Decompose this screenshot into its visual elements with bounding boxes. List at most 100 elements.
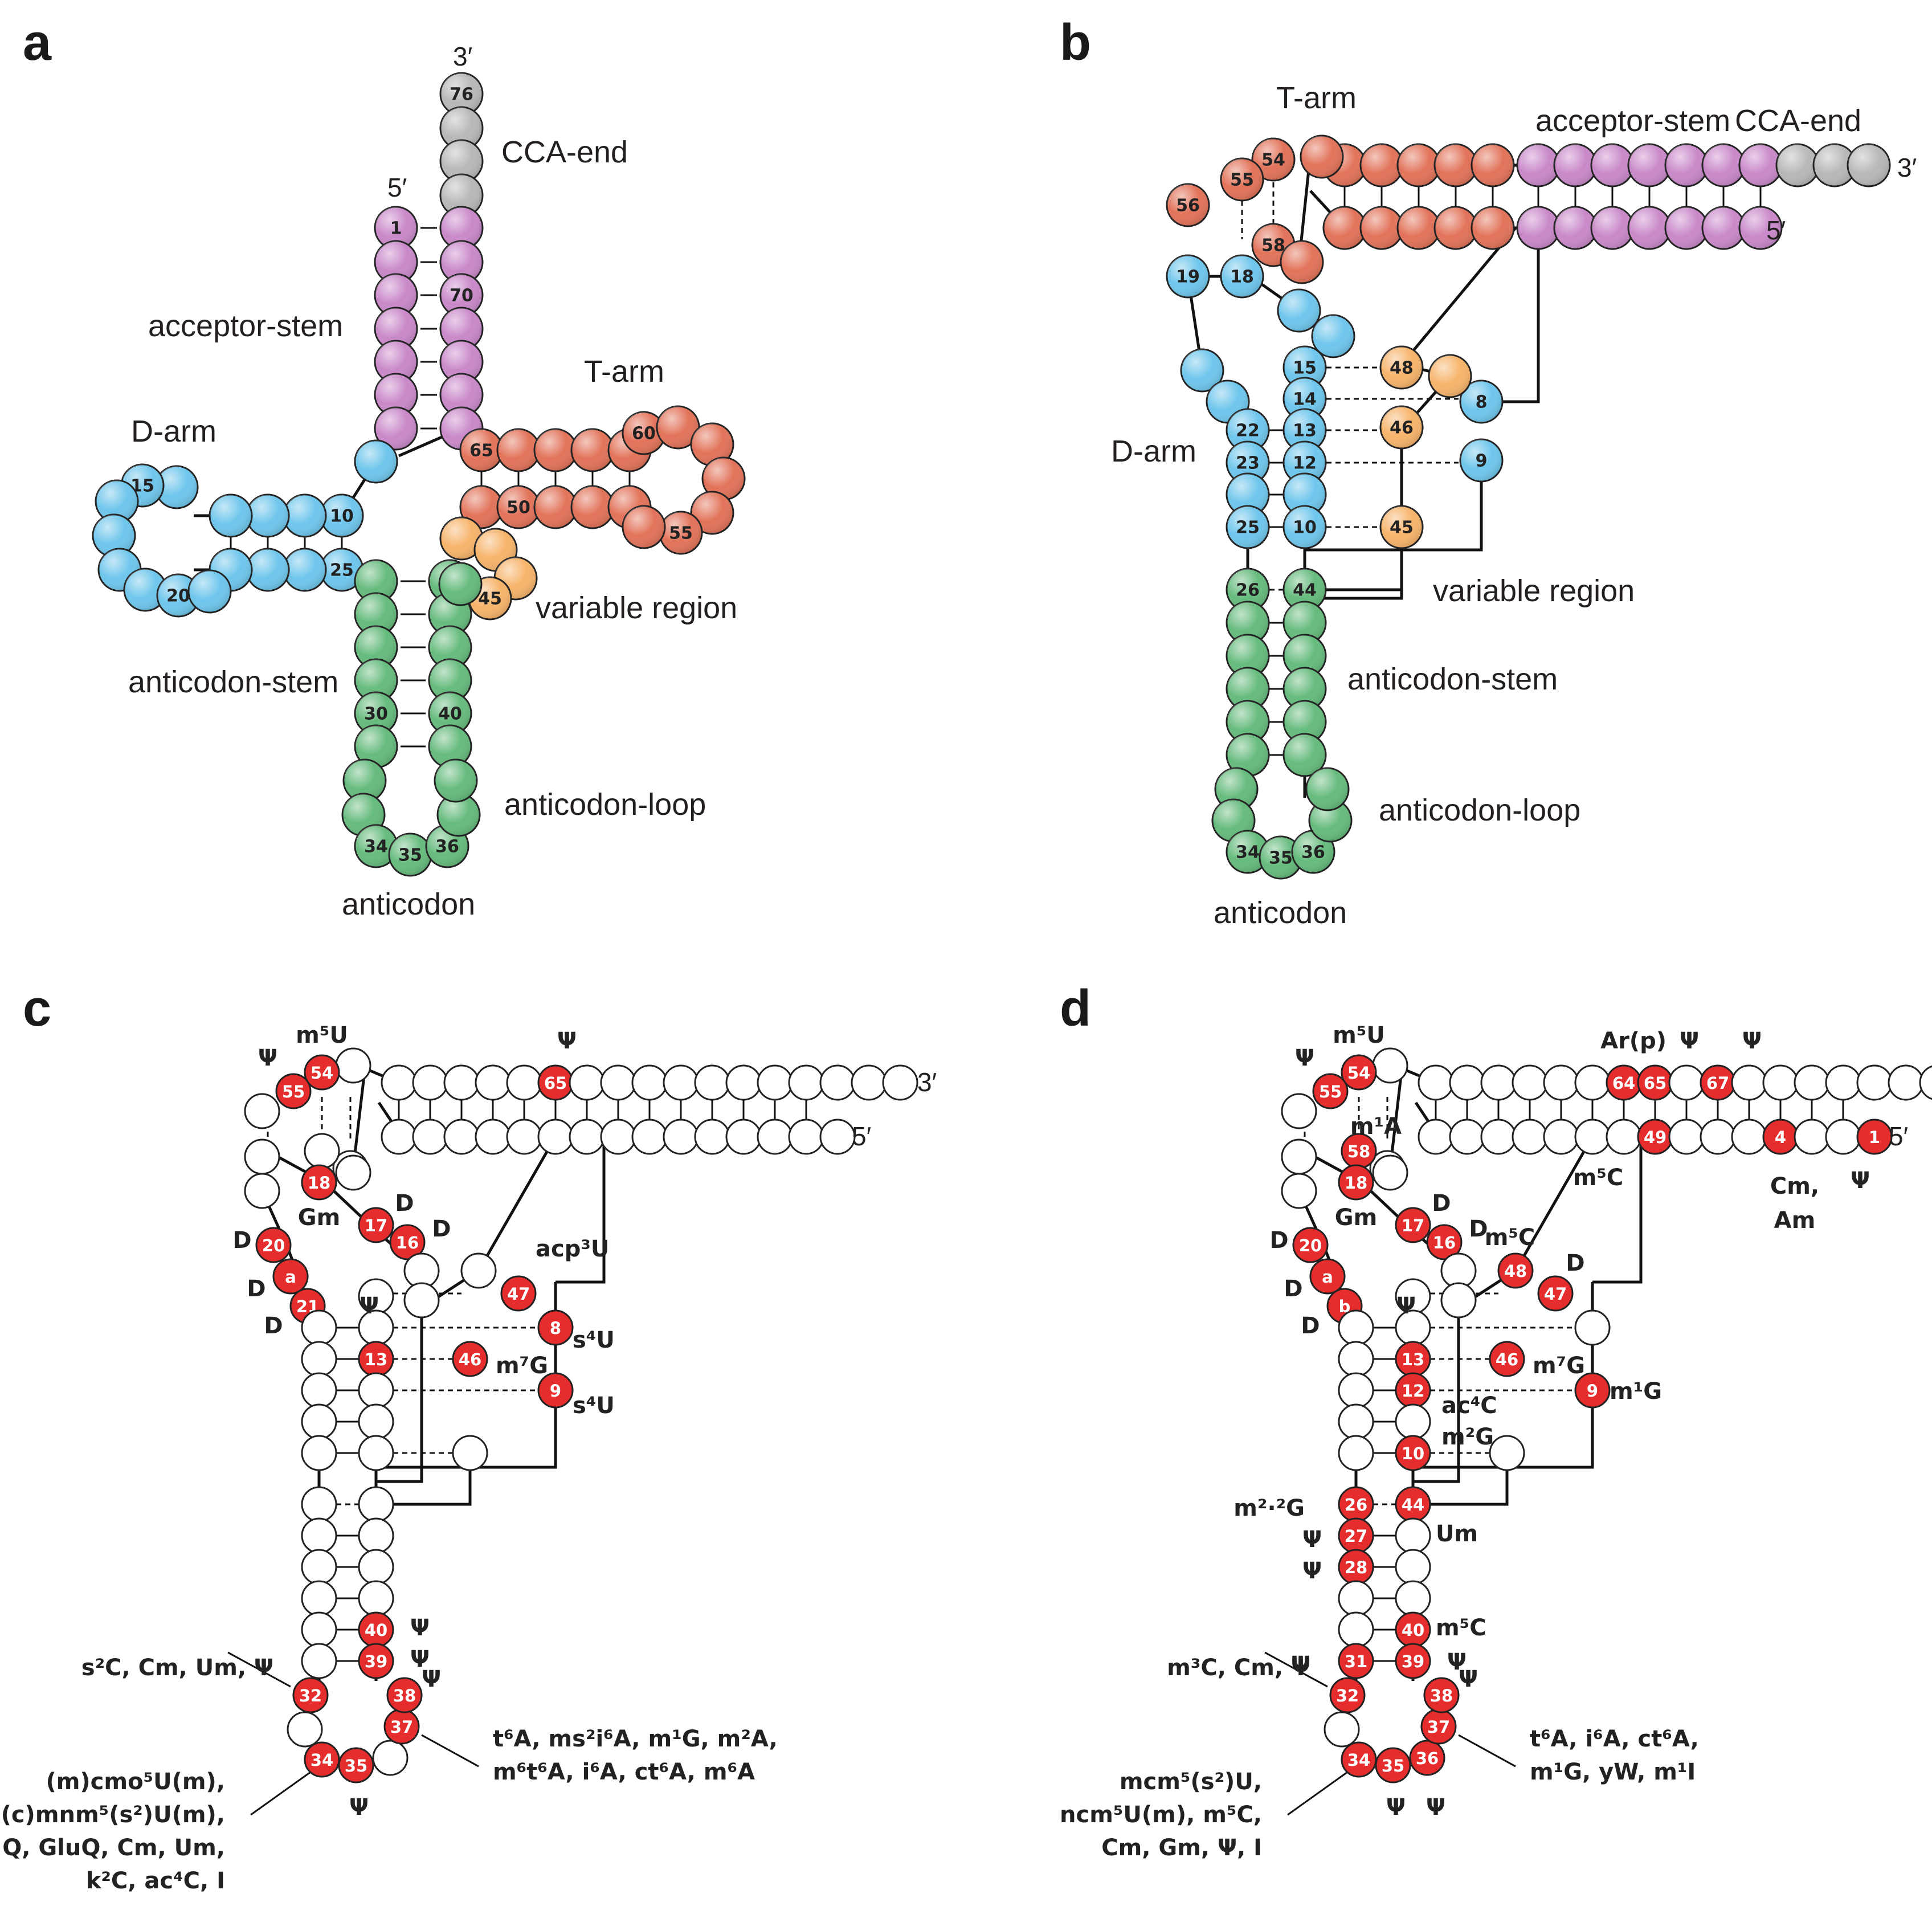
nucleotide: 35 [388, 832, 432, 877]
nucleotide [1395, 1517, 1431, 1554]
nucleotide [358, 1435, 394, 1471]
nucleotide [631, 1119, 668, 1155]
nucleotide [1516, 206, 1561, 250]
d-arm-label: D-arm [1111, 434, 1196, 468]
nucleotide-number: 17 [1402, 1216, 1424, 1235]
nucleotide [412, 1064, 448, 1101]
modification-label: m⁵C [1436, 1615, 1486, 1641]
nucleotide: 13 [1395, 1341, 1431, 1377]
nucleotide-number: 25 [1236, 518, 1260, 538]
nucleotide [95, 479, 139, 524]
nucleotide [301, 1580, 337, 1617]
nucleotide: 35 [1375, 1747, 1411, 1783]
cca-end-label: CCA-end [1735, 104, 1861, 138]
base-pair-line [1287, 1771, 1348, 1816]
circle-icon [301, 1549, 337, 1585]
nucleotide: 55 [1312, 1073, 1349, 1109]
nucleotide [622, 505, 666, 549]
nucleotide [1512, 1064, 1548, 1101]
nucleotide [570, 428, 615, 472]
nucleotide [358, 1403, 394, 1440]
nucleotide [1888, 1064, 1924, 1101]
nucleotide: 27 [1338, 1517, 1374, 1554]
circle-icon [851, 1064, 887, 1101]
nucleotide [1282, 634, 1327, 678]
nucleotide-number: 36 [1301, 843, 1325, 863]
nucleotide: 18 [1220, 254, 1264, 299]
anticodon-label: anticodon [1214, 896, 1347, 930]
nucleotide: 10 [320, 493, 364, 538]
base-pair-line [421, 1734, 479, 1768]
nucleotide-number: 48 [1504, 1262, 1527, 1281]
circle-icon [1574, 1119, 1611, 1155]
modification-label: Ψ [258, 1045, 277, 1071]
variable-region-label: variable region [536, 591, 737, 625]
circle-icon [819, 1119, 856, 1155]
modification-label: Cm, Gm, Ψ, I [1101, 1835, 1262, 1861]
nucleotide: 18 [301, 1164, 337, 1201]
nucleotide [1574, 1119, 1611, 1155]
nucleotide-number: 37 [390, 1717, 413, 1737]
circle-icon [569, 1119, 605, 1155]
backbone-line [376, 1136, 557, 1483]
circle-icon [1440, 1282, 1477, 1319]
nucleotide [304, 1133, 340, 1169]
circle-icon [1309, 1258, 1346, 1295]
nucleotide [694, 1064, 730, 1101]
nucleotide [1590, 206, 1635, 250]
nucleotide-number: 34 [1236, 843, 1260, 863]
panel-letter-c: c [23, 980, 51, 1037]
nucleotide [694, 1119, 730, 1155]
circle-icon [452, 1435, 488, 1471]
modification-label: m²G [1441, 1424, 1494, 1450]
nucleotide [1794, 1064, 1830, 1101]
nucleotide-number: 9 [550, 1381, 561, 1401]
circle-icon [244, 1093, 280, 1129]
circle-icon [443, 1064, 480, 1101]
nucleotide-number: 8 [1476, 393, 1488, 413]
circle-icon [301, 1643, 337, 1679]
nucleotide [1606, 1119, 1642, 1155]
nucleotide [1214, 767, 1259, 811]
nucleotide [358, 1580, 394, 1617]
nucleotide [819, 1064, 856, 1101]
nucleotide [436, 793, 481, 837]
modification-label: ncm⁵U(m), m⁵C, [1060, 1802, 1262, 1828]
nucleotide-number: 58 [1261, 236, 1285, 256]
nucleotide [335, 1047, 371, 1084]
nucleotide: 13 [1282, 408, 1327, 452]
circle-icon [1543, 1119, 1579, 1155]
circle-icon [287, 1711, 323, 1748]
nucleotide [1701, 143, 1746, 187]
circle-icon [335, 1154, 371, 1191]
nucleotide [154, 465, 199, 509]
modification-label: m⁶t⁶A, i⁶A, ct⁶A, m⁶A [493, 1759, 755, 1785]
circle-icon [1731, 1119, 1767, 1155]
nucleotide: 48 [1497, 1252, 1534, 1289]
nucleotide: 38 [1423, 1677, 1460, 1713]
modification-label: D [232, 1227, 251, 1254]
nucleotide-number: 16 [1433, 1233, 1456, 1252]
nucleotide-number: 34 [1347, 1750, 1370, 1770]
modification-label: Gm [1335, 1205, 1378, 1231]
nucleotide [92, 513, 136, 558]
nucleotide-number: 13 [365, 1350, 387, 1369]
modification-label: mcm⁵(s²)U, [1120, 1769, 1262, 1795]
nucleotide-number: 14 [1293, 390, 1317, 410]
modification-label: m¹G [1610, 1378, 1662, 1405]
nucleotide-number: 55 [282, 1082, 305, 1101]
modification-label: m⁵C [1485, 1225, 1535, 1251]
circle-icon [506, 1064, 542, 1101]
backbone-line [1400, 227, 1517, 366]
circle-icon [1338, 1643, 1374, 1679]
circle-icon [338, 1747, 374, 1783]
circle-icon [460, 1252, 497, 1289]
backbone-line [1305, 462, 1483, 552]
base-pair-line [227, 1651, 291, 1688]
circle-icon [1537, 1275, 1574, 1312]
nucleotide [374, 240, 418, 284]
nucleotide [287, 1711, 323, 1748]
nucleotide-number: 18 [308, 1173, 330, 1193]
nucleotide-number: 34 [364, 837, 388, 857]
nucleotide: 48 [1379, 345, 1424, 390]
